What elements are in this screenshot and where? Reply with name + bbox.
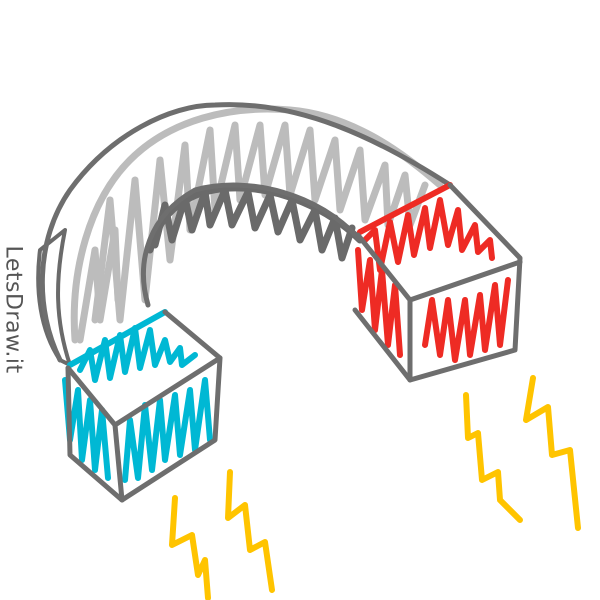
magnet-outline <box>39 102 453 363</box>
blue-pole <box>62 309 223 503</box>
red-pole <box>352 182 523 383</box>
field-lines-right <box>463 375 581 531</box>
field-lines-left <box>169 469 275 600</box>
